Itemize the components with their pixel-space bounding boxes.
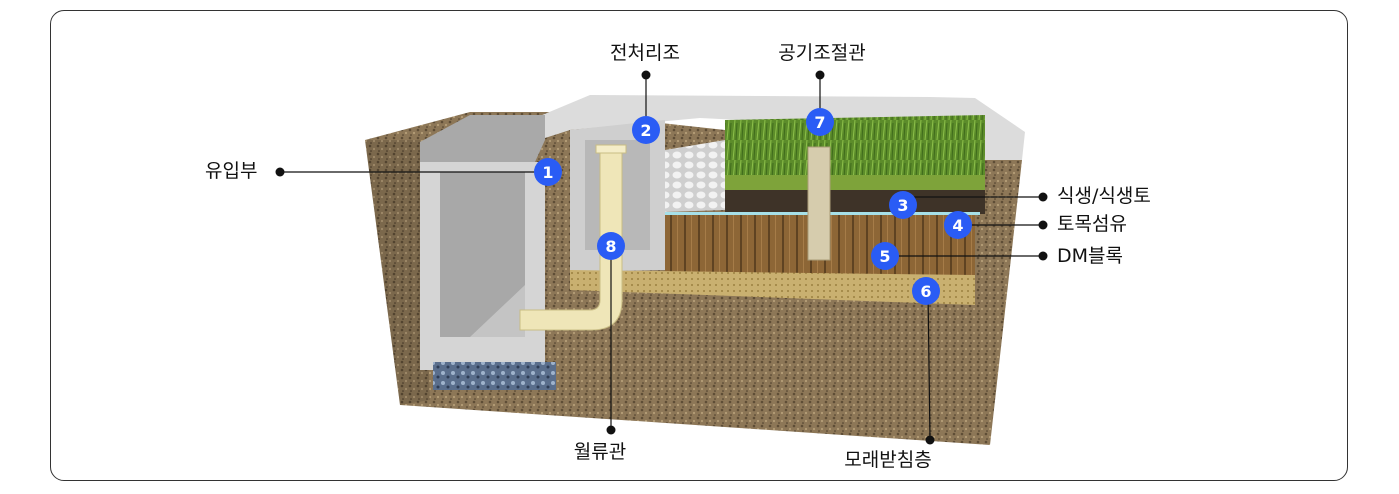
sand-bed-layer xyxy=(570,270,975,305)
svg-text:5: 5 xyxy=(879,247,890,266)
label-air-pipe: 공기조절관 xyxy=(778,42,866,64)
label-inlet: 유입부 xyxy=(205,160,258,182)
svg-text:4: 4 xyxy=(952,216,963,235)
vegetation-grass xyxy=(725,115,985,190)
svg-text:7: 7 xyxy=(814,113,825,132)
label-overflow-pipe: 월류관 xyxy=(573,441,627,463)
marker-7: 7 xyxy=(806,108,834,136)
air-control-pipe xyxy=(807,146,831,261)
marker-5: 5 xyxy=(871,242,899,270)
marker-3: 3 xyxy=(889,191,917,219)
label-pretreatment: 전처리조 xyxy=(610,42,680,64)
svg-text:1: 1 xyxy=(542,163,553,182)
svg-text:8: 8 xyxy=(605,237,616,256)
svg-text:2: 2 xyxy=(640,121,651,140)
marker-4: 4 xyxy=(944,211,972,239)
label-dm-block: DM블록 xyxy=(1057,245,1123,267)
diagram-frame xyxy=(50,10,1348,481)
marker-8: 8 xyxy=(597,232,625,260)
marker-2: 2 xyxy=(632,116,660,144)
svg-text:3: 3 xyxy=(897,196,908,215)
inlet-floor xyxy=(440,285,525,337)
soil-side-shade xyxy=(365,140,430,405)
marker-6: 6 xyxy=(912,277,940,305)
leader-lines xyxy=(280,75,1043,441)
inlet-cover-slab xyxy=(420,115,545,162)
label-geotextile: 토목섬유 xyxy=(1057,213,1127,235)
grass-ground xyxy=(725,175,985,191)
leader-dots xyxy=(275,70,1048,445)
label-vegetation: 식생/식생토 xyxy=(1057,185,1151,207)
label-sand-bed: 모래받침층 xyxy=(844,449,932,471)
white-gravel xyxy=(665,140,725,212)
gravel-base xyxy=(433,362,556,390)
number-markers: 1 2 3 4 5 6 7 8 xyxy=(534,108,972,305)
overflow-pipe-cap xyxy=(595,144,627,154)
marker-1: 1 xyxy=(534,158,562,186)
concrete-rim xyxy=(535,95,1025,160)
svg-text:6: 6 xyxy=(920,282,931,301)
vegetation-soil-layer xyxy=(725,190,985,214)
